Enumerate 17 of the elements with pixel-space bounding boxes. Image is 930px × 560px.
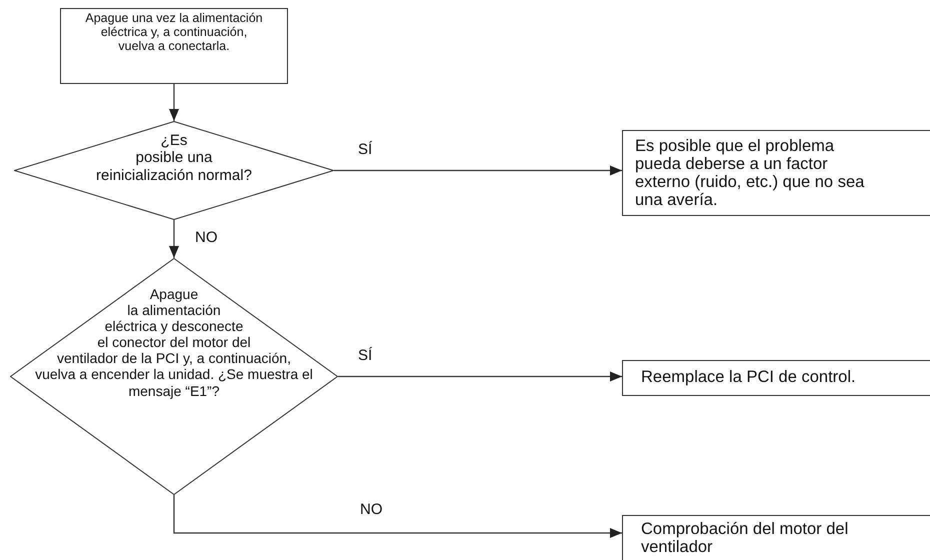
result-box [622, 515, 930, 560]
decision-text: Apague la alimentación eléctrica y desconecte el conector del motor del ventilador de la PCI y, a continuación, vuelva a encender la unidad. ¿Se muestra el mensaje “E1”? [35, 286, 313, 399]
arrow [169, 84, 179, 121]
result-box [622, 360, 930, 396]
step-text: Es posible que el problema pueda deberse a un factor externo (ruido, etc.) que no sea una avería. [635, 137, 866, 210]
step-text: Apague una vez la alimentación eléctrica y, a continuación, vuelva a conectarla. [84, 12, 264, 54]
arrow [338, 372, 622, 382]
step-text: Reemplace la PCI de control. [641, 368, 857, 386]
decision-text: ¿Es posible una reinicialización normal? [96, 132, 252, 184]
arrow [334, 166, 622, 176]
process-box [60, 8, 288, 84]
arrow [173, 495, 622, 538]
arrow [169, 220, 179, 258]
decision-diamond [14, 121, 334, 220]
step-text: Comprobación del motor del ventilador [641, 520, 850, 556]
result-box [622, 130, 930, 216]
decision-diamond [10, 258, 338, 495]
